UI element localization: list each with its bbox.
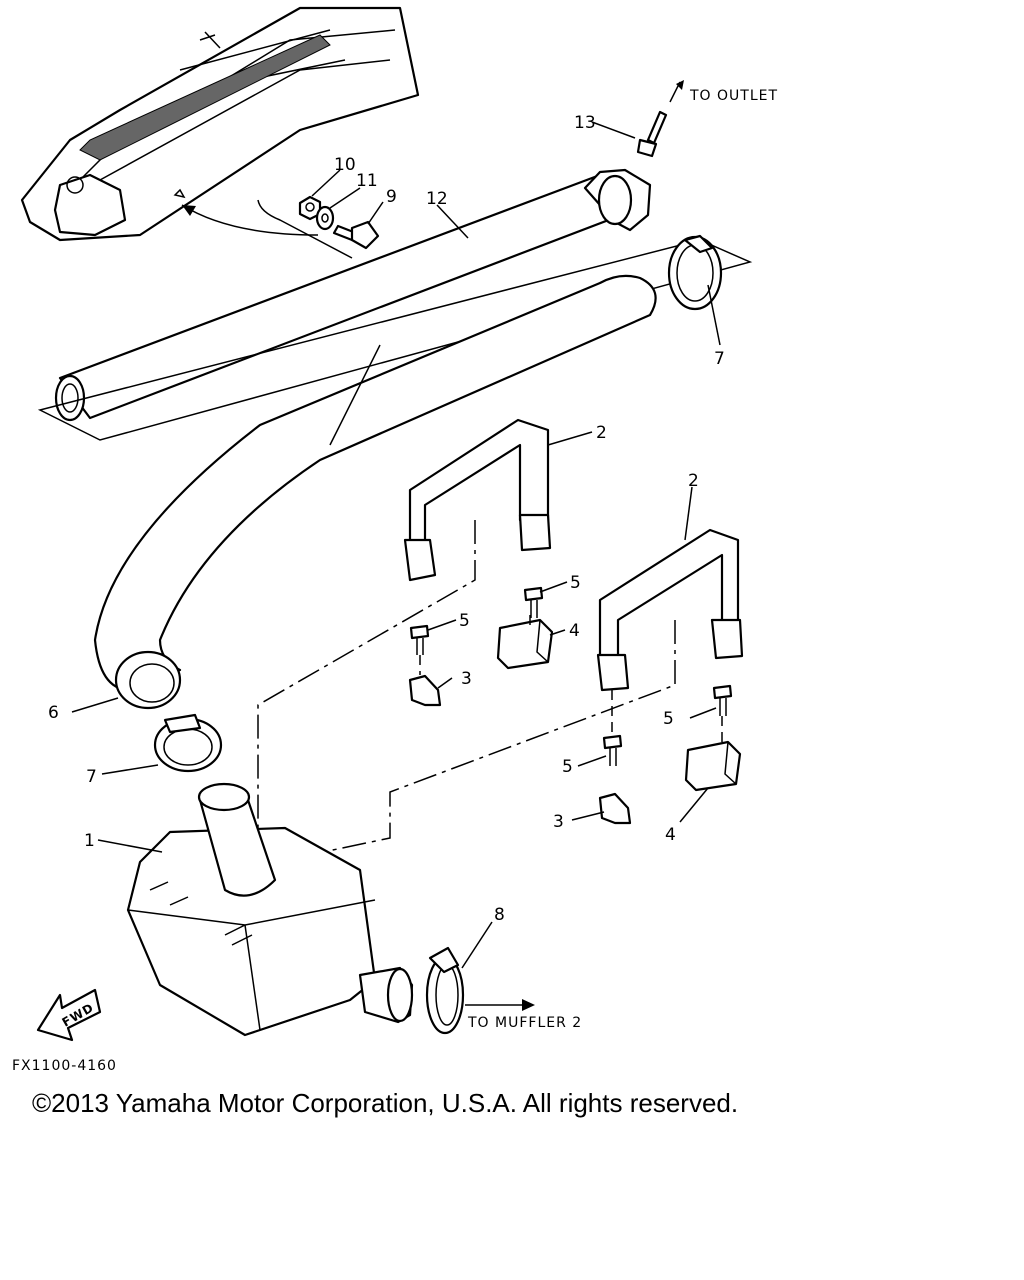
to-outlet-label: TO OUTLET — [689, 88, 778, 104]
callout-9: 9 — [386, 187, 397, 207]
callout-13: 13 — [574, 113, 596, 133]
part-4-block-a — [496, 618, 554, 670]
callout-4-a: 4 — [569, 621, 580, 641]
callout-8: 8 — [494, 905, 505, 925]
callout-1: 1 — [84, 831, 95, 851]
callout-labels: 13 10 11 9 12 7 2 2 5 5 4 3 6 5 5 7 3 4 … — [48, 113, 725, 925]
callout-12: 12 — [426, 189, 448, 209]
part-2-strap-left — [403, 418, 552, 582]
callout-3-b: 3 — [553, 812, 564, 832]
callout-2-right: 2 — [688, 471, 699, 491]
part-2-strap-right — [596, 528, 744, 692]
location-arrow — [181, 199, 353, 259]
copyright-notice: ©2013 Yamaha Motor Corporation, U.S.A. A… — [32, 1088, 739, 1118]
callout-11: 11 — [356, 171, 378, 191]
callout-4-b: 4 — [665, 825, 676, 845]
part-1-muffler — [126, 782, 414, 1037]
exhaust-parts-diagram: 13 10 11 9 12 7 2 2 5 5 4 3 6 5 5 7 3 4 … — [12, 6, 778, 1074]
part-8-clamp — [425, 946, 465, 1035]
callout-10: 10 — [334, 155, 356, 175]
part-7-clamp-upper — [667, 234, 723, 311]
to-muffler-arrow — [465, 999, 535, 1011]
part-3-bracket-b — [598, 792, 632, 825]
to-muffler-label: TO MUFFLER 2 — [467, 1015, 582, 1031]
part-5-bolt-d — [602, 734, 623, 766]
part-12-pipe — [37, 168, 753, 441]
callout-5-a: 5 — [570, 573, 581, 593]
callout-5-d: 5 — [562, 757, 573, 777]
part-7-clamp-lower — [153, 713, 223, 773]
part-3-bracket-a — [408, 674, 442, 707]
part-6-hose — [93, 274, 657, 710]
figure-code: FX1100-4160 — [12, 1058, 117, 1074]
callout-7-lower: 7 — [86, 767, 97, 787]
callout-7-upper: 7 — [714, 349, 725, 369]
leader-lines — [71, 121, 721, 969]
part-13-bolt — [636, 80, 684, 158]
watercraft-illustration — [20, 6, 420, 242]
callout-3-a: 3 — [461, 669, 472, 689]
part-4-block-b — [684, 740, 742, 792]
part-5-bolt-b — [409, 624, 430, 655]
part-9-fitting — [332, 220, 380, 250]
callout-5-b: 5 — [459, 611, 470, 631]
fwd-arrow — [36, 988, 102, 1042]
callout-5-c: 5 — [663, 709, 674, 729]
part-5-bolt-a — [523, 586, 544, 618]
part-11-washer — [315, 205, 335, 231]
callout-2-left: 2 — [596, 423, 607, 443]
callout-6: 6 — [48, 703, 59, 723]
part-5-bolt-c — [712, 684, 733, 716]
center-lines — [257, 520, 723, 861]
